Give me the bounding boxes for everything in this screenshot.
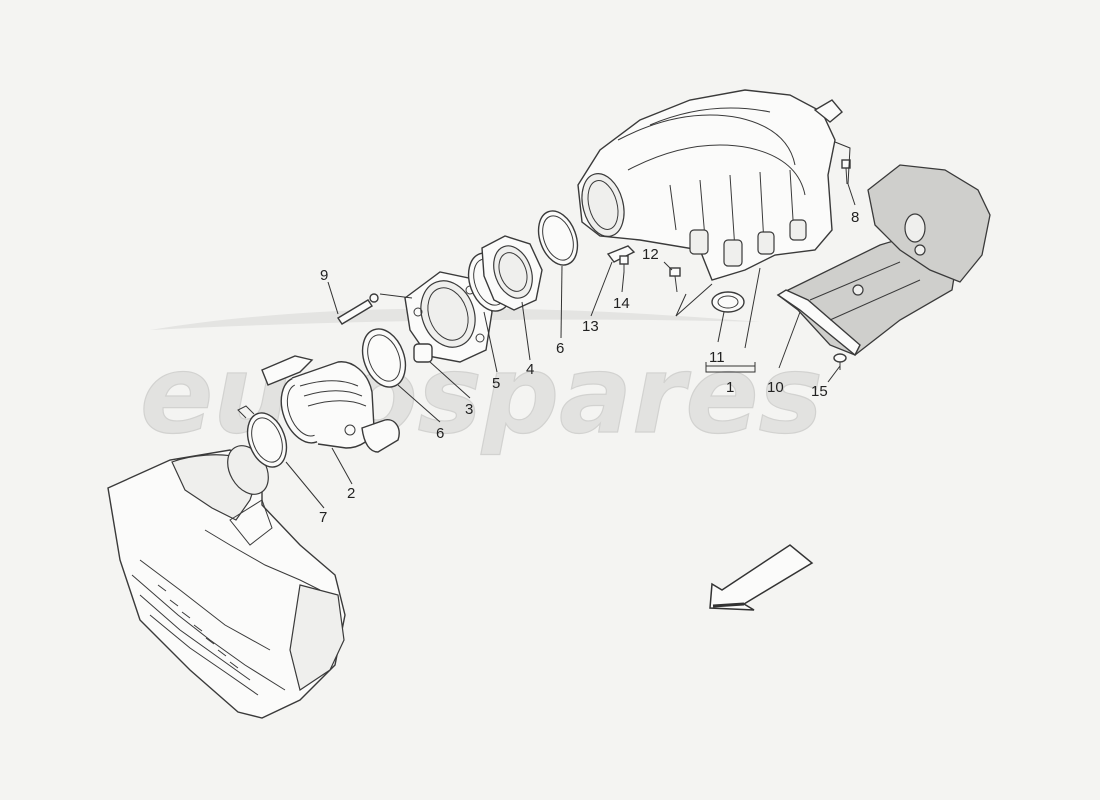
- callout-11: 11: [709, 349, 725, 366]
- callout-labels: 9 2 7 3 6 5 4 6 13 14 12 11 1 10 15 8: [319, 209, 859, 526]
- callout-8: 8: [851, 209, 859, 226]
- part-14-screw: [619, 255, 629, 272]
- callout-14: 14: [613, 295, 630, 312]
- arrow-down-left-icon: [709, 544, 814, 611]
- part-7-hose-clamp: [237, 405, 288, 468]
- part-4-adapter-flange: [481, 235, 543, 311]
- part-10-heat-shield: [776, 164, 991, 357]
- part-8-bolt: [841, 159, 851, 185]
- watermark: eurospares: [139, 308, 823, 459]
- part-1-intake-manifold: [577, 89, 843, 281]
- callout-4: 4: [526, 361, 534, 378]
- part-9-bolt: [337, 293, 379, 325]
- part-2-air-duct: [261, 355, 400, 453]
- callout-12: 12: [642, 246, 659, 263]
- callout-9: 9: [320, 267, 328, 284]
- callout-13: 13: [582, 318, 599, 335]
- part-3-throttle-body: [404, 271, 493, 363]
- part-13-bracket: [606, 245, 636, 263]
- callout-5: 5: [492, 375, 500, 392]
- leader-lines: [285, 141, 856, 509]
- callout-6-upper: 6: [556, 340, 564, 357]
- callout-1: 1: [726, 379, 734, 396]
- part-11-gasket: [711, 291, 745, 313]
- part-15-screw: [833, 353, 847, 370]
- callout-15: 15: [811, 383, 828, 400]
- callout-7: 7: [319, 509, 327, 526]
- part-6-seal-lower: [361, 328, 407, 388]
- callout-6-lower: 6: [436, 425, 444, 442]
- air-filter-box: [107, 445, 346, 719]
- callout-3: 3: [465, 401, 473, 418]
- part-12-bolt: [669, 267, 681, 293]
- callout-10: 10: [767, 379, 784, 396]
- callout-2: 2: [347, 485, 355, 502]
- part-6-clamp-upper: [537, 210, 579, 266]
- watermark-text: eurospares: [140, 333, 823, 458]
